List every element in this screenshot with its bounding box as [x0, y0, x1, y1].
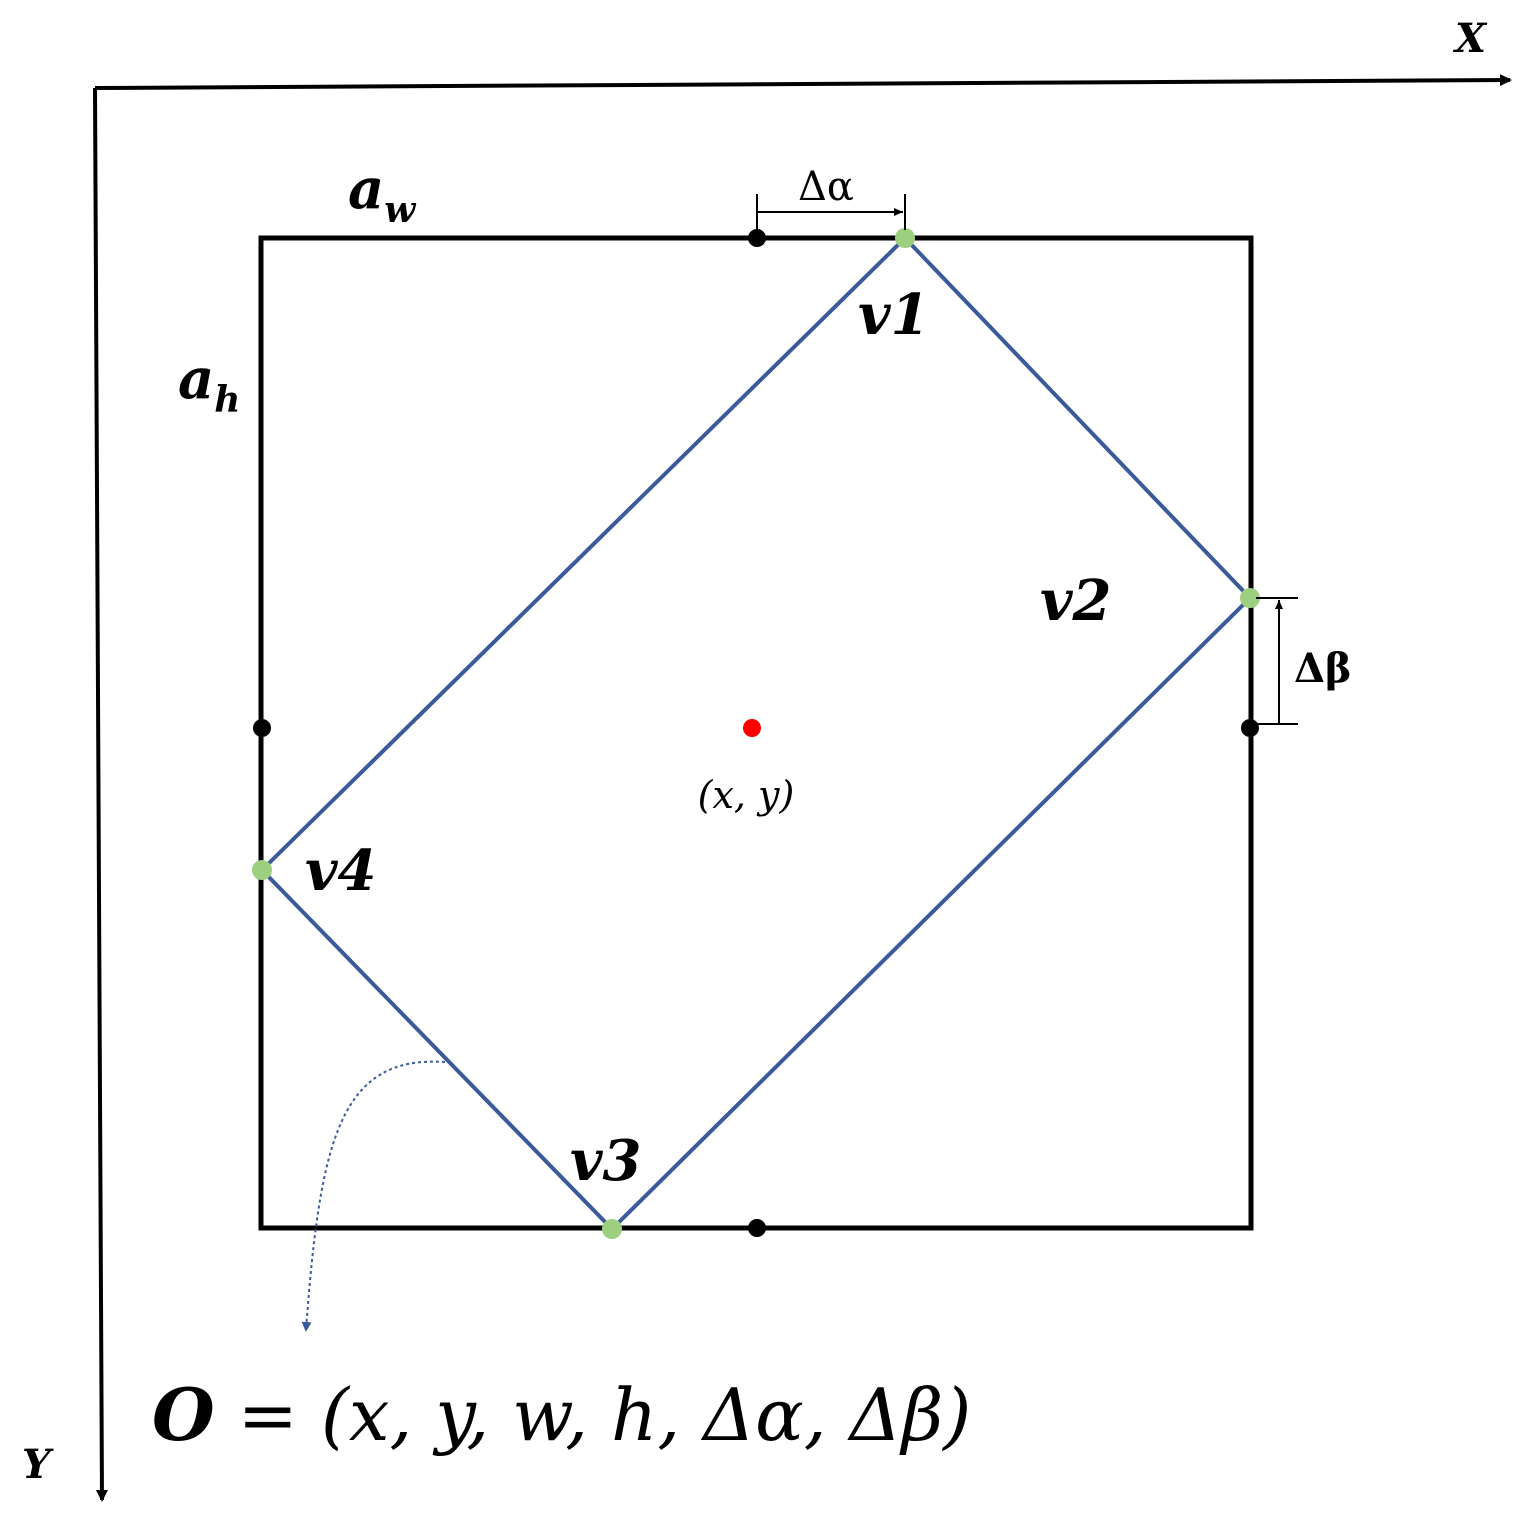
midpoint-top-dot [748, 229, 766, 247]
center-dot [743, 719, 761, 737]
y-axis-label: Y [22, 1441, 54, 1488]
y-axis [93, 87, 108, 1502]
width-label-main: a [348, 156, 384, 222]
vertex-v2-dot [1240, 588, 1260, 608]
vertex-v3-label: v3 [570, 1128, 642, 1194]
vertex-v1-dot [895, 228, 915, 248]
beta-label: Δβ [1294, 645, 1352, 692]
formula-pointer [301, 1060, 446, 1332]
vertex-v4-dot [252, 860, 272, 880]
height-label-sub: h [214, 379, 240, 421]
vertex-v2-label: v2 [1040, 568, 1112, 634]
height-label-main: a [178, 346, 214, 412]
formula-lhs: O [152, 1372, 215, 1457]
vertex-v4-label: v4 [305, 838, 377, 904]
vertex-v1-label: v1 [858, 282, 930, 348]
alpha-label: Δα [798, 164, 854, 210]
formula: O = (x, y, w, h, Δα, Δβ) [152, 1372, 971, 1457]
midpoint-bottom-dot [748, 1219, 766, 1237]
height-label: ah [178, 346, 240, 421]
midpoint-right-dot [1241, 719, 1259, 737]
width-label-sub: w [384, 189, 417, 231]
x-axis [94, 74, 1512, 90]
width-label: aw [348, 156, 417, 231]
formula-rhs: = (x, y, w, h, Δα, Δβ) [215, 1373, 972, 1457]
vertex-v3-dot [602, 1219, 622, 1239]
center-label: (x, y) [698, 773, 795, 817]
midpoint-left-dot [253, 719, 271, 737]
x-axis-label: X [1452, 15, 1488, 62]
